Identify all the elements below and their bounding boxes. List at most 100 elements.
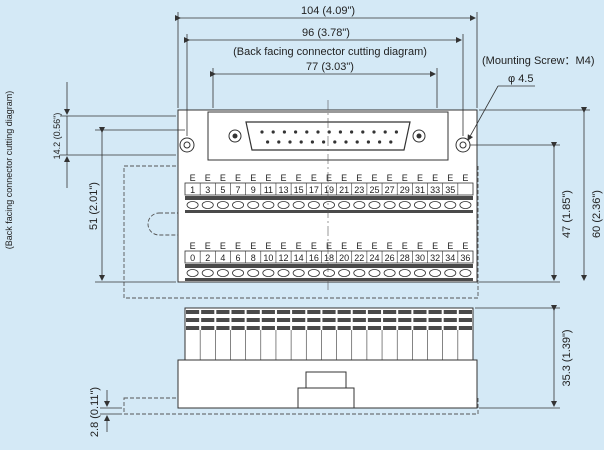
terminal-e-glyph: E (356, 173, 362, 183)
terminal-e-glyph: E (371, 241, 377, 251)
connector-pin (294, 130, 298, 134)
terminal-screw-hole (277, 201, 290, 209)
terminal-e-glyph: E (296, 241, 302, 251)
terminal-number: 12 (279, 253, 289, 263)
terminal-e-glyph: E (235, 241, 241, 251)
side-terminal-cap (367, 310, 382, 314)
connector-pin (366, 140, 370, 144)
terminal-e-glyph: E (281, 241, 287, 251)
terminal-number: 36 (460, 253, 470, 263)
side-terminal-cap (231, 310, 245, 314)
terminal-number: 25 (369, 185, 379, 195)
terminal-number: 22 (354, 253, 364, 263)
terminal-screw-hole (262, 201, 275, 209)
connector-pin (361, 130, 365, 134)
terminal-screw-hole (292, 269, 305, 277)
side-terminal-cap (201, 318, 215, 322)
side-terminal-cap (458, 310, 472, 314)
connector-pin (266, 140, 270, 144)
connector-screw-left-center (232, 133, 238, 139)
side-terminal-cap (443, 318, 457, 322)
side-terminal-cap (458, 318, 472, 322)
cutout-note-vertical: (Back facing connector cutting diagram) (4, 91, 14, 250)
connector-pin (322, 140, 326, 144)
terminal-number: 6 (236, 253, 241, 263)
terminal-screw-hole (232, 269, 245, 277)
terminal-screw-hole (201, 269, 214, 277)
side-terminal-cap (398, 318, 412, 322)
terminal-e-glyph: E (190, 241, 196, 251)
terminal-number: 14 (294, 253, 304, 263)
side-terminal-cap (276, 310, 291, 314)
terminal-screw-hole (247, 201, 260, 209)
side-terminal-cap (246, 318, 260, 322)
side-terminal-cap (307, 318, 321, 322)
connector-pin (333, 140, 337, 144)
terminal-screw-hole (398, 269, 411, 277)
side-terminal-cap (428, 310, 442, 314)
dim-60-label: 60 (2.36") (591, 190, 603, 238)
side-terminal-cap (307, 326, 321, 330)
connector-pin (305, 130, 309, 134)
terminal-e-glyph: E (371, 173, 377, 183)
side-terminal-cap (246, 310, 260, 314)
side-terminal-cap (443, 326, 457, 330)
terminal-label-strip (184, 182, 474, 196)
terminal-screw-hole (186, 269, 199, 277)
terminal-number: 2 (205, 253, 210, 263)
connector-pin (355, 140, 359, 144)
connector-pin (378, 140, 382, 144)
cutout-note: (Back facing connector cutting diagram) (233, 46, 427, 58)
terminal-number: 16 (309, 253, 319, 263)
side-terminal-cap (352, 318, 366, 322)
terminal-e-glyph: E (190, 173, 196, 183)
side-terminal-cap (261, 310, 275, 314)
terminal-e-glyph: E (326, 241, 332, 251)
side-terminal-cap (201, 310, 215, 314)
terminal-number: 5 (220, 185, 225, 195)
terminal-screw-hole (307, 269, 320, 277)
terminal-band (185, 278, 473, 281)
terminal-screw-hole (459, 269, 472, 277)
side-terminal-cap (216, 318, 230, 322)
dim-2-8-label: 2.8 (0.11") (89, 387, 101, 437)
side-terminal-cap (337, 310, 351, 314)
connector-pin (383, 130, 387, 134)
terminal-number: 0 (190, 253, 195, 263)
dim-47-label: 47 (1.85") (561, 190, 573, 238)
terminal-e-glyph: E (250, 241, 256, 251)
terminal-number: 7 (236, 185, 241, 195)
terminal-number: 3 (205, 185, 210, 195)
terminal-e-glyph: E (265, 241, 271, 251)
terminal-screw-hole (247, 269, 260, 277)
terminal-screw-hole (459, 201, 472, 209)
side-terminal-cap (322, 326, 336, 330)
side-terminal-cap (216, 326, 230, 330)
terminal-e-glyph: E (417, 173, 423, 183)
terminal-e-glyph: E (402, 173, 408, 183)
terminal-screw-hole (429, 269, 442, 277)
dim-77-label: 77 (3.03") (306, 61, 354, 73)
terminal-e-glyph: E (417, 241, 423, 251)
side-terminal-cap (261, 326, 275, 330)
side-terminal-cap (413, 326, 427, 330)
side-terminal-cap (428, 326, 442, 330)
connector-pin (338, 130, 342, 134)
side-terminal-cap (367, 326, 382, 330)
terminal-e-glyph: E (205, 173, 211, 183)
terminal-number: 9 (251, 185, 256, 195)
terminal-label-strip (184, 250, 474, 264)
mounting-screw-label: (Mounting Screw：M4) (482, 55, 594, 67)
terminal-screw-hole (323, 269, 335, 277)
side-terminal-cap (322, 310, 336, 314)
side-terminals (186, 310, 472, 360)
terminal-number: 10 (263, 253, 273, 263)
terminal-screw-hole (413, 201, 426, 209)
side-terminal-cap (383, 326, 397, 330)
side-connector-housing (297, 387, 355, 409)
side-terminal-cap (398, 326, 412, 330)
side-terminal-cap (231, 318, 245, 322)
terminal-screw-hole (413, 269, 426, 277)
terminal-e-glyph: E (402, 241, 408, 251)
